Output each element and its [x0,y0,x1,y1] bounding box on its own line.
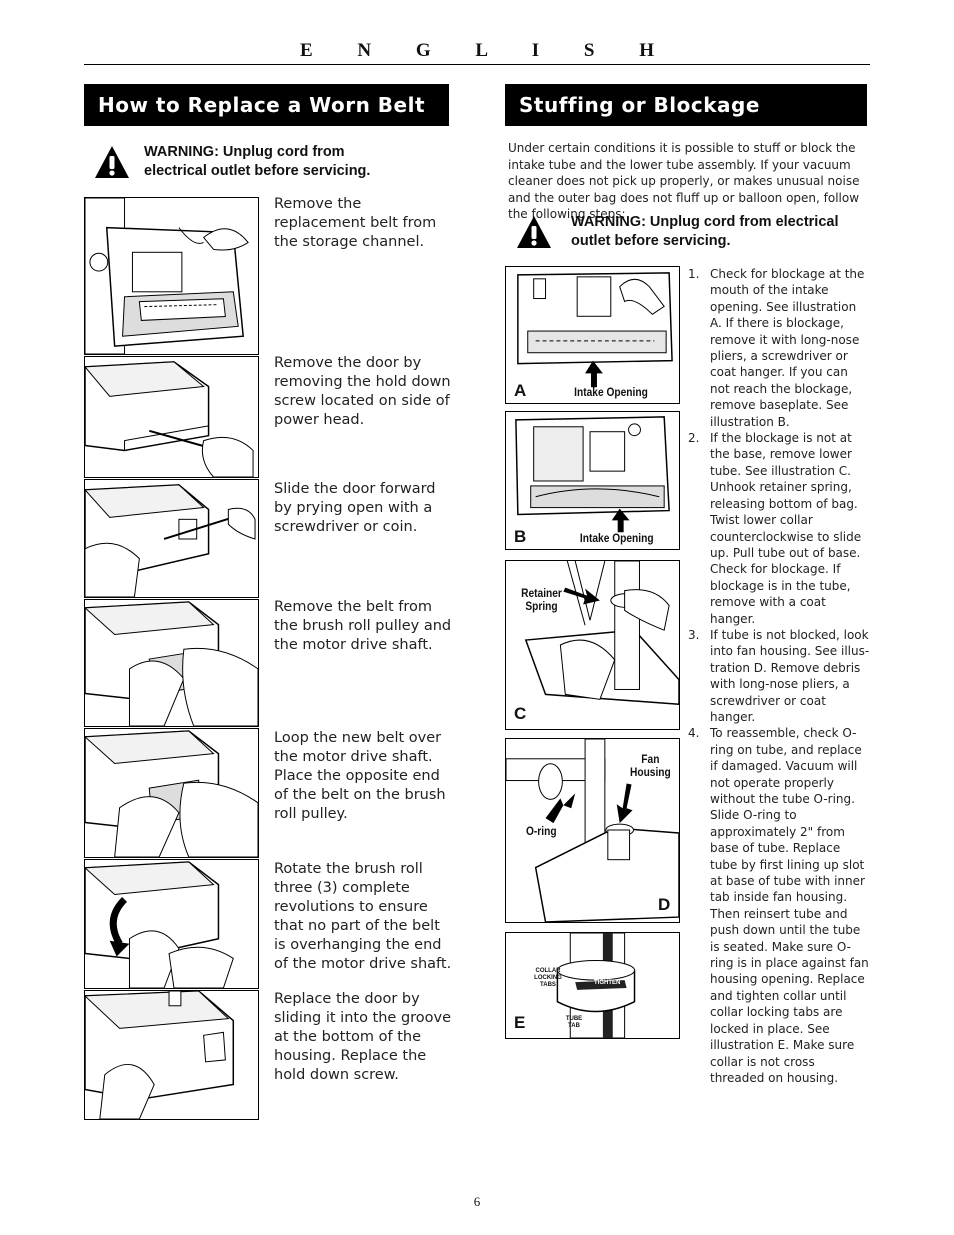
list-item: 2. If the blockage is not at the base, r… [688,430,870,627]
illustration-e-tighten-label: TIGHTEN [594,980,621,986]
language-header: E N G L I S H [299,40,675,61]
step-4-illustration [84,599,259,727]
illustration-e-letter: E [514,1013,526,1032]
step-3-text: Slide the door forward by prying open wi… [274,481,436,535]
blockage-warning-text: WARNING: Unplug cord from electrical out… [571,214,839,249]
step-1-text: Remove the replacement belt from the sto… [274,196,437,250]
step-text: Check for blockage at the mouth of the i… [710,267,865,429]
illustration-c: Retainer Spring C [505,560,680,730]
step-number: 4. [688,726,700,741]
step-7-illustration [84,990,259,1120]
illustration-e-tube-label: TUBE TAB [565,1016,583,1029]
illustration-d: Fan Housing O-ring D [505,738,680,923]
warning-icon [95,146,129,178]
blockage-warning: WARNING: Unplug cord from electrical out… [516,214,871,251]
step-6-text: Rotate the brush roll three (3) complete… [274,861,452,972]
step-6-illustration [84,859,259,989]
step-1-illustration [84,197,259,355]
illustration-e: COLLAR LOCKING TABS TIGHTEN TUBE TAB E [505,932,680,1039]
illustration-d-fan-label: Fan Housing [629,752,671,779]
list-item: 3. If tube is not blocked, look into fan… [688,627,870,725]
step-2-text: Remove the door by removing the hold dow… [274,355,451,428]
belt-warning: WARNING: Unplug cord from electrical out… [94,144,404,181]
header-rule [84,64,870,65]
illustration-c-letter: C [514,704,527,723]
step-number: 2. [688,431,700,446]
step-number: 1. [688,267,700,281]
illustration-d-letter: D [658,895,671,914]
step-5-illustration [84,728,259,858]
list-item: 1. Check for blockage at the mouth of th… [688,266,870,430]
illustration-c-label: Retainer Spring [521,586,562,613]
warning-icon [517,216,551,248]
step-text: To reassemble, check O-ring on tube, and… [710,726,869,1085]
step-2-illustration [84,356,259,478]
blockage-steps: 1. Check for blockage at the mouth of th… [688,266,870,1086]
step-5-text: Loop the new belt over the motor drive s… [274,730,446,822]
step-4-text: Remove the belt from the brush roll pull… [274,599,452,653]
blockage-section-title: Stuffing or Blockage [505,84,867,126]
belt-warning-text: WARNING: Unplug cord from electrical out… [144,144,371,179]
step-text: If tube is not blocked, look into fan ho… [710,627,870,724]
illustration-d-oring-label: O-ring [525,824,557,838]
blockage-intro: Under certain conditions it is possible … [508,141,860,221]
step-3-illustration [84,479,259,598]
page-number: 6 [473,1194,481,1209]
illustration-a: A Intake Opening [505,266,680,404]
step-number: 3. [688,627,700,642]
list-item: 4. To reassemble, check O-ring on tube, … [688,725,870,1086]
illustration-a-label: Intake Opening [574,385,648,399]
belt-section-title: How to Replace a Worn Belt [84,84,449,126]
illustration-b-letter: B [514,527,527,546]
illustration-e-collar-label: COLLAR LOCKING TABS [534,968,562,988]
step-7-text: Replace the door by sliding it into the … [274,991,452,1083]
step-text: If the blockage is not at the base, remo… [710,431,862,626]
illustration-a-letter: A [514,381,527,400]
illustration-b: B Intake Opening [505,411,680,550]
illustration-b-label: Intake Opening [579,531,654,545]
